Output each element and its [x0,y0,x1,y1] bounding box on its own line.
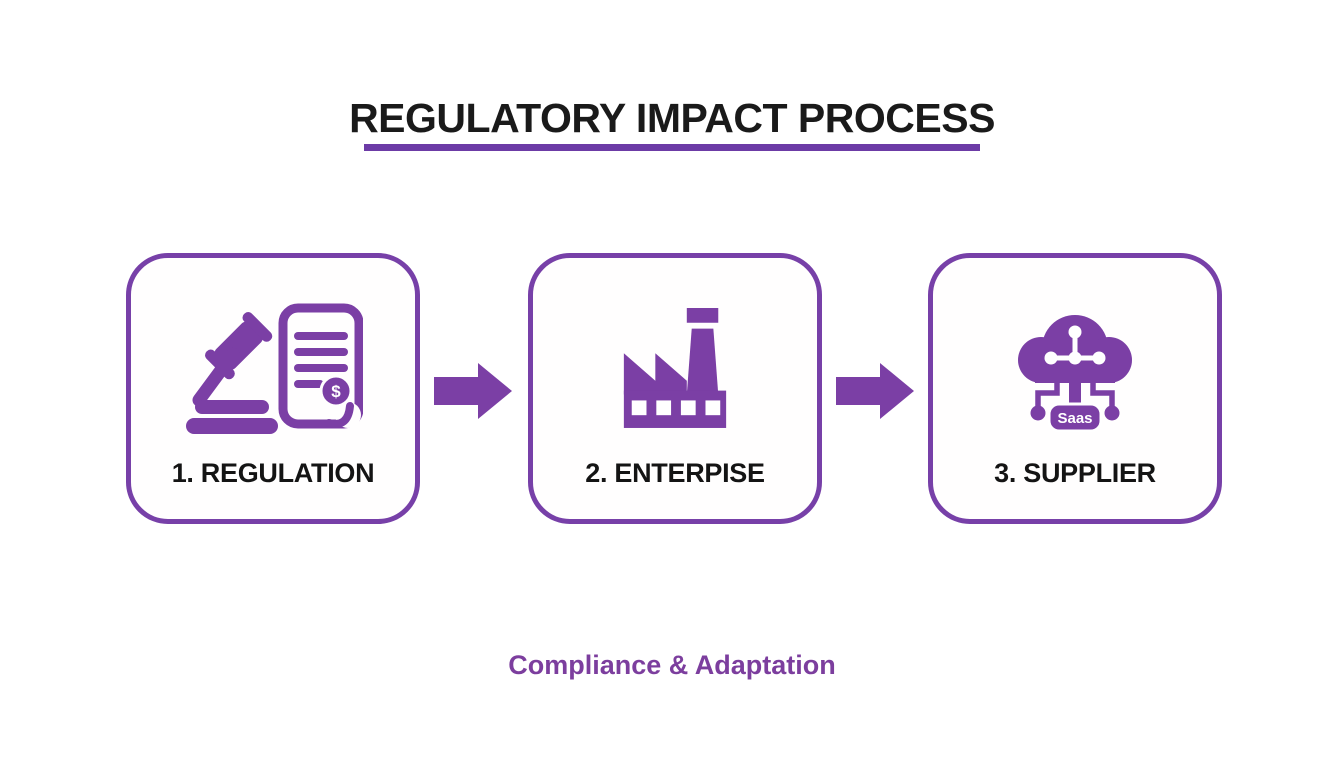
footer-caption: Compliance & Adaptation [508,650,836,680]
step-card-regulation: $ 1. REGULATION [126,253,420,524]
dollar-seal-glyph: $ [331,382,341,401]
cloud-saas-icon: Saas [933,298,1217,440]
step-card-supplier: Saas 3. SUPPLIER [928,253,1222,524]
step-label-regulation: 1. REGULATION [171,458,375,488]
step-label-enterprise: 2. ENTERPISE [585,458,765,488]
step-label-supplier: 3. SUPPLIER [994,458,1156,488]
right-arrow-icon [836,363,914,419]
title-underline [364,144,980,151]
step-card-enterprise: 2. ENTERPISE [528,253,822,524]
gavel-document-icon: $ [131,302,415,436]
saas-badge [1047,402,1103,433]
saas-badge-label: Saas [1057,410,1092,427]
page-title: REGULATORY IMPACT PROCESS [349,95,995,141]
right-arrow-icon [434,363,512,419]
factory-icon [533,302,817,432]
